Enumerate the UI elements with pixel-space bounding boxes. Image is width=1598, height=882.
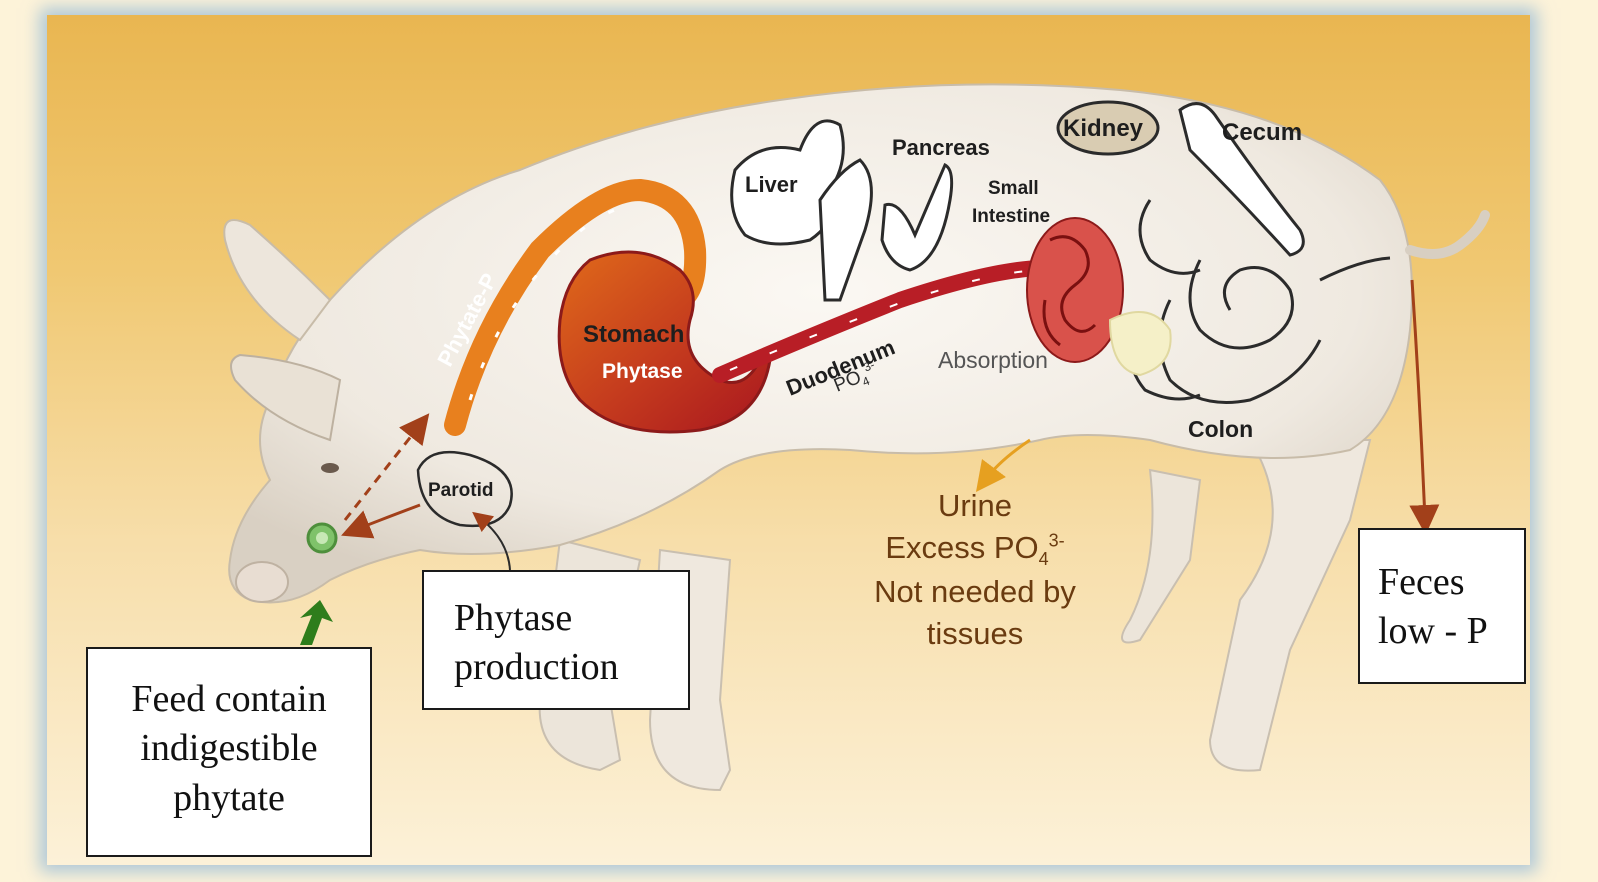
urine-line-3: Not needed by [840,571,1110,613]
feed-box-line-3: phytate [88,774,370,823]
phytase-production-box: Phytase production [422,570,690,710]
pig-snout [236,562,288,602]
label-small-intestine-1: Small [988,178,1039,199]
pig-ear-back [224,220,330,340]
label-phytase: Phytase [602,360,683,383]
urine-line-4: tissues [840,613,1110,655]
phytase-box-line-2: production [454,643,688,692]
urine-line-1: Urine [840,485,1110,527]
label-colon: Colon [1188,416,1253,442]
feed-box-line-1: Feed contain [88,675,370,724]
pig-tail [1410,215,1485,254]
feces-box: Feces low - P [1358,528,1526,684]
feed-box: Feed contain indigestible phytate [86,647,372,857]
phytase-box-line-1: Phytase [454,594,688,643]
label-liver: Liver [745,172,798,197]
feces-box-line-1: Feces [1378,558,1524,607]
feed-box-line-2: indigestible [88,724,370,773]
label-kidney: Kidney [1063,115,1144,142]
pig-eye [321,463,339,473]
urine-note: Urine Excess PO43- Not needed by tissues [840,485,1110,655]
label-parotid: Parotid [428,480,493,501]
label-pancreas: Pancreas [892,135,990,160]
label-absorption: Absorption [938,347,1048,373]
urine-line-2: Excess PO43- [840,527,1110,571]
label-stomach: Stomach [583,321,684,348]
label-small-intestine-2: Intestine [972,206,1050,227]
pig-hind-leg [1122,470,1200,643]
pig-hind-leg-2 [1210,440,1370,771]
feed-pellet-icon [308,524,336,552]
feces-arrow [1412,280,1425,520]
feed-intake-arrow [300,600,333,645]
label-cecum: Cecum [1222,119,1302,146]
small-intestine-coil [1027,218,1123,362]
feces-box-line-2: low - P [1378,607,1524,656]
